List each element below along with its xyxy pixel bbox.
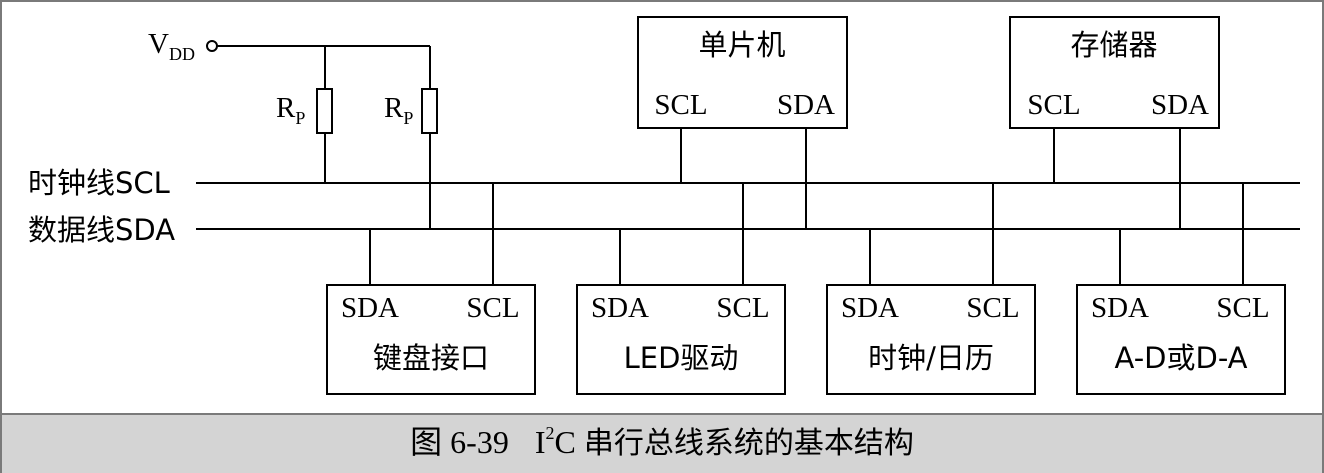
rtc-pin-scl: SCL <box>966 292 1019 324</box>
rtc-pin-sda: SDA <box>841 292 899 324</box>
device-name-adda: A-D或D-A <box>1115 341 1248 375</box>
mcu-pin-sda: SDA <box>777 89 835 121</box>
caption-suffix: C <box>554 424 576 460</box>
adda-pin-sda: SDA <box>1091 292 1149 324</box>
caption-title: 串行总线系统的基本结构 <box>583 426 914 461</box>
sda-bus-label: 数据线SDA <box>28 213 175 247</box>
device-name-led: LED驱动 <box>624 341 739 375</box>
pullup-resistor-2 <box>421 88 438 134</box>
caption-superscript: 2 <box>545 423 555 443</box>
device-box-rtc <box>826 284 1036 395</box>
device-box-led <box>576 284 786 395</box>
led-pin-scl: SCL <box>716 292 769 324</box>
adda-pin-scl: SCL <box>1216 292 1269 324</box>
memory-pin-scl: SCL <box>1027 89 1080 121</box>
device-box-keyboard <box>326 284 536 395</box>
vdd-label: VDD <box>148 28 195 64</box>
device-box-adda <box>1076 284 1286 395</box>
caption-band <box>2 413 1322 473</box>
keyboard-pin-sda: SDA <box>341 292 399 324</box>
caption-prefix: I <box>534 424 546 460</box>
scl-bus-label: 时钟线SCL <box>28 166 170 200</box>
pullup-resistor-1 <box>316 88 333 134</box>
device-name-memory: 存储器 <box>1070 28 1157 62</box>
device-name-rtc: 时钟/日历 <box>868 341 994 375</box>
resistor-label-1: RP <box>276 92 305 128</box>
figure-caption: 图 6-39 I2C 串行总线系统的基本结构 <box>0 413 1324 471</box>
keyboard-pin-scl: SCL <box>466 292 519 324</box>
vdd-terminal <box>206 40 218 52</box>
device-box-mcu <box>637 16 848 129</box>
resistor-label-2: RP <box>384 92 413 128</box>
caption-figure-number: 图 6-39 <box>410 424 509 460</box>
mcu-pin-scl: SCL <box>654 89 707 121</box>
memory-pin-sda: SDA <box>1151 89 1209 121</box>
device-name-mcu: 单片机 <box>698 28 785 62</box>
device-name-keyboard: 键盘接口 <box>373 341 489 375</box>
device-box-memory <box>1009 16 1220 129</box>
led-pin-sda: SDA <box>591 292 649 324</box>
